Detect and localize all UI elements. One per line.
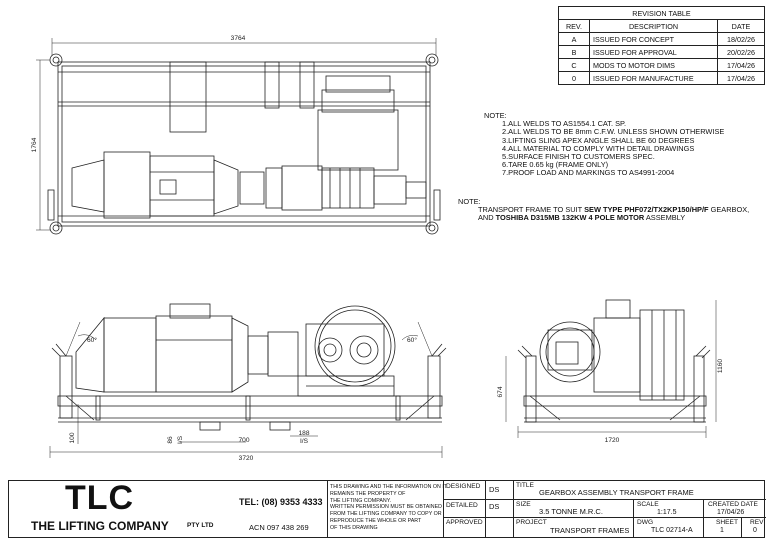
disclaimer-line: FROM THE LIFTING COMPANY TO COPY OR [330, 511, 442, 518]
disclaimer-line: THE LIFTING COMPANY. [330, 497, 392, 504]
rev-header-description: DESCRIPTION [589, 19, 718, 33]
revision-rev: B [558, 45, 590, 59]
designed-label: DESIGNED [446, 483, 481, 490]
company-phone: TEL: (08) 9353 4333 [239, 497, 323, 507]
note-item: 4.ALL MATERIAL TO COMPLY WITH DETAIL DRA… [502, 143, 695, 153]
assembly-note-heading: NOTE: [458, 197, 481, 206]
dim-top-width: 3764 [231, 35, 246, 42]
revision-row: B ISSUED FOR APPROVAL 20/02/26 [558, 45, 765, 59]
note-item: 7.PROOF LOAD AND MARKINGS TO AS4991-2004 [502, 168, 675, 178]
disclaimer-line: REPRODUCE THE WHOLE OR PART [330, 517, 422, 524]
revision-date: 17/04/26 [717, 58, 765, 72]
note-item: 5.SURFACE FINISH TO CUSTOMERS SPEC. [502, 152, 655, 162]
disclaimer-line: OF THIS DRAWING [330, 524, 378, 531]
size-value: 3.5 TONNE M.R.C. [539, 507, 603, 516]
dim-end-width: 1720 [605, 437, 620, 444]
revision-date: 17/04/26 [717, 71, 765, 85]
dim-end-height: 1160 [717, 359, 724, 374]
rev-header-date: DATE [717, 19, 765, 33]
revision-row: C MODS TO MOTOR DIMS 17/04/26 [558, 58, 765, 72]
project-value: TRANSPORT FRAMES [550, 526, 630, 535]
note-item: 6.TARE 0.65 kg (FRAME ONLY) [502, 160, 609, 170]
dim-side-188: 188 [298, 430, 309, 437]
detailed-label: DETAILED [446, 502, 478, 509]
dim-side-is: I/S [300, 438, 309, 445]
dim-side-86: 86 [167, 436, 174, 444]
dim-end-674: 674 [497, 386, 504, 397]
general-notes: NOTE: 1.ALL WELDS TO AS1554.1 CAT. SP. 2… [484, 111, 725, 178]
rev-header-rev: REV. [558, 19, 590, 33]
company-name: THE LIFTING COMPANY [31, 519, 169, 533]
revision-rev: A [558, 32, 590, 46]
assembly-note-line-2: AND TOSHIBA D315MB 132KW 4 POLE MOTOR AS… [458, 214, 749, 222]
note-text: AND [478, 213, 496, 223]
scale-label: SCALE [637, 501, 659, 508]
detailed-value: DS [489, 502, 500, 511]
revision-row: A ISSUED FOR CONCEPT 18/02/26 [558, 32, 765, 46]
note-text: TRANSPORT FRAME TO SUIT [478, 205, 585, 215]
title-label: TITLE [516, 482, 534, 489]
company-acn: ACN 097 438 269 [249, 523, 309, 532]
revision-description: MODS TO MOTOR DIMS [589, 58, 718, 72]
assembly-note: NOTE: TRANSPORT FRAME TO SUIT SEW TYPE P… [458, 197, 749, 223]
designed-value: DS [489, 485, 500, 494]
revision-table: REVISION TABLE REV. DESCRIPTION DATE A I… [558, 6, 765, 85]
motor-type: TOSHIBA D315MB 132KW 4 POLE MOTOR [495, 213, 645, 223]
end-view [505, 299, 717, 438]
revision-description: ISSUED FOR CONCEPT [589, 32, 718, 46]
dim-side-angle-right: 60° [407, 336, 417, 344]
plan-view [36, 38, 441, 235]
revision-table-title: REVISION TABLE [558, 6, 765, 20]
dim-top-height: 1764 [31, 137, 38, 152]
note-item: 2.ALL WELDS TO BE 8mm C.F.W. UNLESS SHOW… [502, 127, 725, 137]
revision-row: 0 ISSUED FOR MANUFACTURE 17/04/26 [558, 71, 765, 85]
sheet-label: SHEET [716, 519, 738, 526]
revision-date: 18/02/26 [717, 32, 765, 46]
rev-value: 0 [753, 527, 757, 534]
dim-side-100: 100 [69, 432, 76, 443]
side-view [49, 303, 447, 458]
size-label: SIZE [516, 501, 531, 508]
approved-label: APPROVED [446, 519, 483, 526]
disclaimer-line: THIS DRAWING AND THE INFORMATION ON IT [330, 484, 448, 490]
dim-side-is-2: I/S [177, 435, 184, 444]
assembly-note-line-1: TRANSPORT FRAME TO SUIT SEW TYPE PHF072/… [458, 206, 749, 214]
created-date-value: 17/04/26 [717, 509, 745, 516]
note-item: 3.LIFTING SLING APEX ANGLE SHALL BE 60 D… [502, 135, 695, 145]
revision-rev: C [558, 58, 590, 72]
company-pty: PTY LTD [187, 522, 214, 529]
revision-description: ISSUED FOR MANUFACTURE [589, 71, 718, 85]
gearbox-type: SEW TYPE PHF072/TX2KP150/HP/F [584, 205, 709, 215]
disclaimer: THIS DRAWING AND THE INFORMATION ON IT R… [330, 484, 447, 532]
note-item: 1.ALL WELDS TO AS1554.1 CAT. SP. [502, 119, 627, 129]
company-logo: TLC [65, 479, 135, 517]
scale-value: 1:17.5 [657, 509, 677, 516]
title-block: TLC THE LIFTING COMPANY PTY LTD TEL: (08… [8, 479, 766, 538]
project-label: PROJECT [516, 519, 547, 526]
rev-label: REV [750, 519, 764, 526]
disclaimer-line: WRITTEN PERMISSION MUST BE OBTAINED [330, 504, 442, 511]
dim-side-700: 700 [238, 437, 249, 444]
dim-side-width: 3720 [239, 455, 254, 462]
revision-description: ISSUED FOR APPROVAL [589, 45, 718, 59]
notes-heading: NOTE: [484, 111, 507, 120]
created-date-label: CREATED DATE [708, 501, 758, 508]
disclaimer-line: REMAINS THE PROPERTY OF [330, 490, 406, 497]
revision-date: 20/02/26 [717, 45, 765, 59]
dim-side-angle-left: 60° [87, 336, 97, 344]
note-text: ASSEMBLY [644, 213, 686, 223]
drawing-title: GEARBOX ASSEMBLY TRANSPORT FRAME [539, 488, 694, 497]
note-text: GEARBOX, [708, 205, 750, 215]
dwg-label: DWG [637, 519, 654, 526]
revision-rev: 0 [558, 71, 590, 85]
sheet-value: 1 [720, 527, 724, 534]
dwg-number: TLC 02714-A [651, 527, 693, 534]
